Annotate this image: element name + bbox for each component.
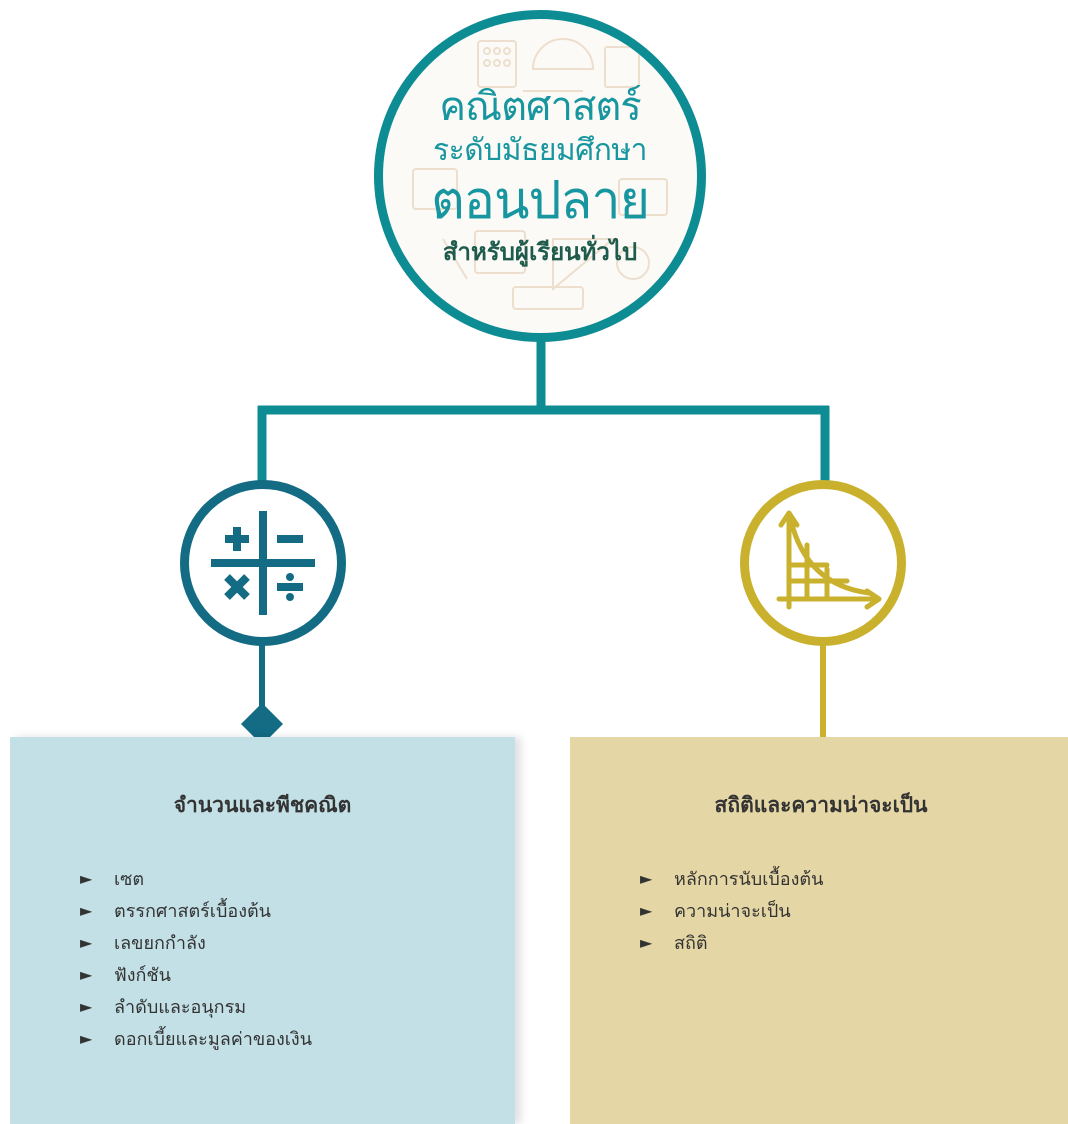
list-item: ► เลขยกกำลัง [10,926,515,958]
algebra-box: จำนวนและพีชคณิต ► เซต ► ตรรกศาสตร์เบื้องต้… [10,737,515,1124]
title-circle: คณิตศาสตร์ ระดับมัธยมศึกษา ตอนปลาย สำหรั… [374,10,706,342]
list-item: ► สถิติ [570,926,1068,958]
bullet-icon: ► [80,964,93,984]
list-item-label: ฟังก์ชัน [114,964,171,986]
bullet-icon: ► [80,996,93,1016]
stats-list: ► หลักการนับเบื้องต้น ► ความน่าจะเป็น ► สถิ… [570,862,1068,958]
list-item-label: ความน่าจะเป็น [674,900,791,922]
list-item-label: ลำดับและอนุกรม [114,996,247,1018]
bullet-icon: ► [80,932,93,952]
title-upper: ตอนปลาย [430,171,650,231]
bullet-icon: ► [640,868,653,888]
stats-box: สถิติและความน่าจะเป็น ► หลักการนับเบื้องต… [570,737,1068,1124]
stats-title: สถิติและความน่าจะเป็น [714,793,928,817]
list-item-label: เลขยกกำลัง [114,932,206,954]
list-item-label: สถิติ [674,932,708,954]
bullet-icon: ► [80,900,93,920]
title-secondary-level: ระดับมัธยมศึกษา [432,133,648,168]
title-mathematics: คณิตศาสตร์ [439,84,642,130]
algebra-node [180,480,346,646]
list-item: ► ดอกเบี้ยและมูลค่าของเงิน [10,1022,515,1054]
list-item: ► เซต [10,862,515,894]
title-general-learners: สำหรับผู้เรียนทั่วไป [442,238,638,266]
math-tools-background-icon [412,38,668,310]
list-item-label: เซต [114,868,145,890]
algebra-title: จำนวนและพีชคณิต [173,793,352,817]
list-item: ► ฟังก์ชัน [10,958,515,990]
bullet-icon: ► [640,932,653,952]
list-item-label: หลักการนับเบื้องต้น [674,868,824,890]
stats-node [740,480,906,646]
diamond-marker [241,703,283,745]
list-item: ► ตรรกศาสตร์เบื้องต้น [10,894,515,926]
graph-curve-icon [776,510,882,610]
plus-minus-times-divide-icon [211,511,315,615]
algebra-list: ► เซต ► ตรรกศาสตร์เบื้องต้น ► เลขยกกำลัง ► ฟ… [10,862,515,1054]
bullet-icon: ► [80,1028,93,1048]
list-item-label: ตรรกศาสตร์เบื้องต้น [114,900,271,922]
list-item: ► หลักการนับเบื้องต้น [570,862,1068,894]
bullet-icon: ► [640,900,653,920]
list-item: ► ลำดับและอนุกรม [10,990,515,1022]
list-item-label: ดอกเบี้ยและมูลค่าของเงิน [114,1028,313,1050]
list-item: ► ความน่าจะเป็น [570,894,1068,926]
bullet-icon: ► [80,868,93,888]
